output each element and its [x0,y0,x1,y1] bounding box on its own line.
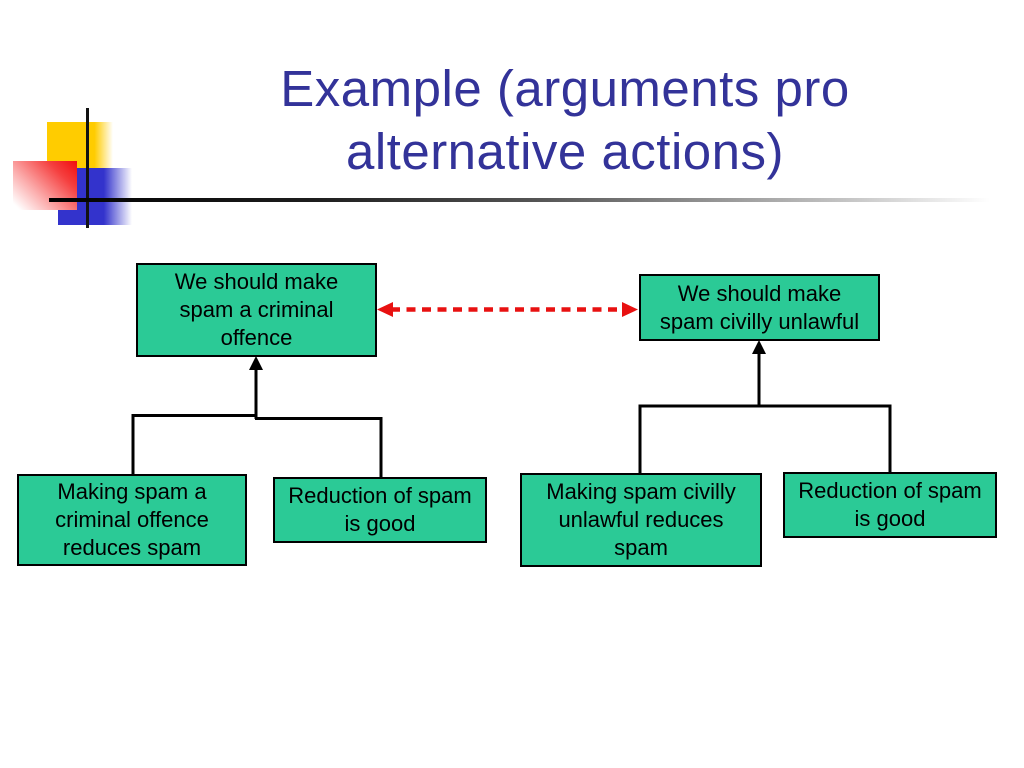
node-text: Reduction of spam is good [798,478,982,531]
connector-right-tree [638,404,892,476]
title-line-2: alternative actions) [345,123,785,180]
node-text: Making spam a criminal offence reduces s… [55,479,209,560]
logo-vertical-line [86,108,89,228]
node-text: Making spam civilly unlawful reduces spa… [546,479,736,560]
node-claim-criminal-offence: We should make spam a criminal offence [136,263,377,357]
support-arrowhead-left [249,356,263,370]
connector-left-tree-elbow-1 [131,414,257,476]
title-divider-line [49,198,990,202]
attack-arrowhead-left [377,302,393,317]
node-text: We should make spam civilly unlawful [659,280,860,334]
attack-arrowhead-right [622,302,638,317]
node-premise-criminal-reduces-spam: Making spam a criminal offence reduces s… [17,474,247,566]
node-premise-reduction-good-left: Reduction of spam is good [273,477,487,543]
node-premise-reduction-good-right: Reduction of spam is good [783,472,997,538]
logo-yellow-square [47,122,113,168]
slide-title: Example (arguments pro alternative actio… [53,57,1024,183]
title-line-1: Example (arguments pro [280,60,850,117]
support-arrowhead-right [752,340,766,354]
node-claim-civilly-unlawful: We should make spam civilly unlawful [639,274,880,341]
connector-left-tree-elbow-2 [255,417,383,479]
node-text: Reduction of spam is good [288,483,472,536]
node-premise-civilly-reduces-spam: Making spam civilly unlawful reduces spa… [520,473,762,567]
node-text: We should make spam a criminal offence [174,269,339,350]
